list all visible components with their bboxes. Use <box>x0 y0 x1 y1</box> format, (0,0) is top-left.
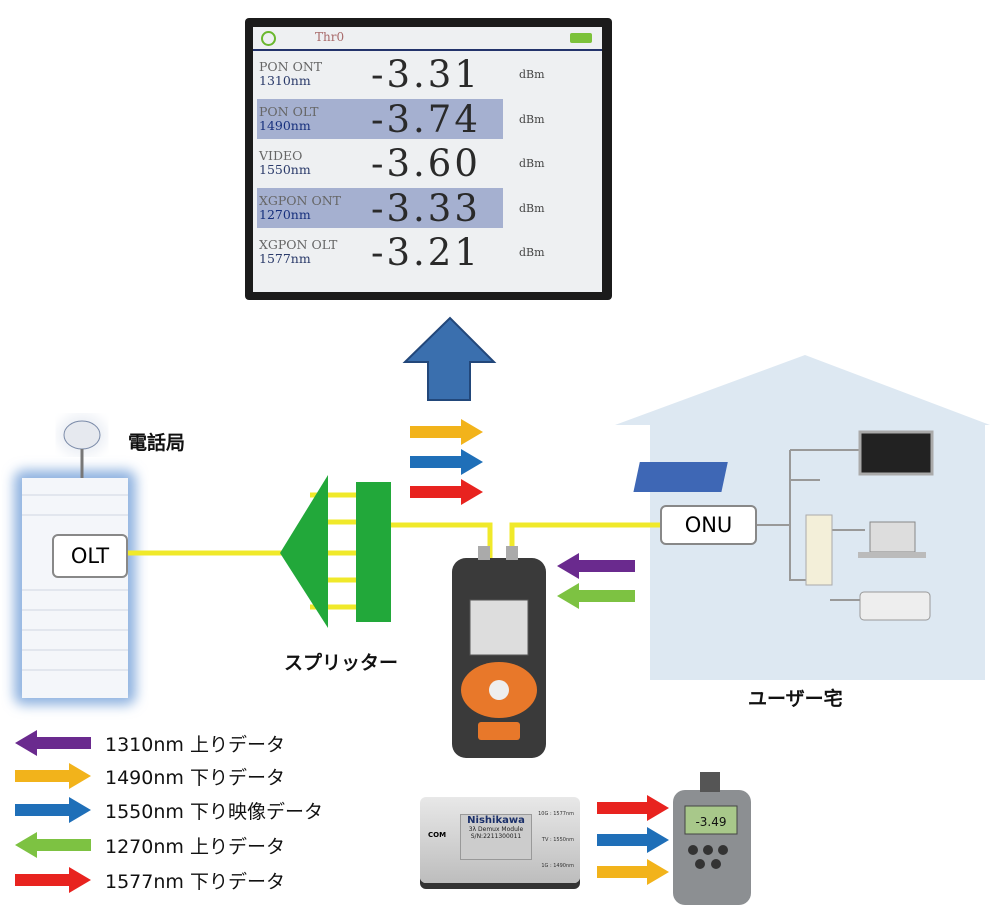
pon-power-meter-device <box>452 546 546 758</box>
fax-icon <box>859 591 931 621</box>
reading-value: -3.33 <box>371 186 481 230</box>
downstream-1490-arrow <box>410 419 483 445</box>
onu-label: ONU <box>660 505 757 545</box>
legend-label: 1270nm 上りデータ <box>105 836 285 858</box>
reading-value: -3.74 <box>371 97 481 141</box>
reading-name: VIDEO <box>259 148 303 163</box>
reading-unit: dBm <box>519 157 545 170</box>
legend-arrow <box>15 730 91 756</box>
splitter-label: スプリッター <box>284 652 399 674</box>
legend-label: 1577nm 下りデータ <box>105 871 285 893</box>
reading-name: XGPON OLT <box>259 237 338 252</box>
demux-1550-arrow <box>597 827 669 853</box>
reading-value: -3.31 <box>371 53 481 96</box>
demux-module: COM Nishikawa 3λ Demux Module S/N:221130… <box>420 797 580 883</box>
demux-serial: S/N:2211300011 <box>470 833 522 840</box>
legend-arrow <box>15 797 91 823</box>
reading-wavelength: 1270nm <box>259 206 311 222</box>
demux-model: 3λ Demux Module <box>468 826 524 833</box>
power-icon <box>261 31 276 46</box>
onu-device-icon <box>805 514 833 586</box>
reading-value: -3.60 <box>371 142 481 185</box>
downstream-1550-arrow <box>410 449 483 475</box>
battery-icon <box>570 33 592 43</box>
tv-icon <box>858 430 934 476</box>
threshold-label: Thr0 <box>315 30 345 44</box>
reading-unit: dBm <box>519 201 545 215</box>
demux-port: TV : 1550nm <box>541 837 574 843</box>
reading-name: PON ONT <box>259 59 323 74</box>
legend-label: 1550nm 下り映像データ <box>105 801 323 823</box>
user-home-label: ユーザー宅 <box>748 688 843 710</box>
central-office-building <box>14 416 136 705</box>
olt-label: OLT <box>52 534 128 578</box>
reading-wavelength: 1550nm <box>259 162 311 177</box>
reading-name: XGPON ONT <box>259 192 341 208</box>
upstream-1270-arrow <box>557 583 635 609</box>
demux-com-label: COM <box>428 831 447 839</box>
legend-label: 1490nm 下りデータ <box>105 767 285 789</box>
reading-value: -3.21 <box>371 231 481 274</box>
demux-port: 1G : 1490nm <box>541 863 574 869</box>
legend-arrow <box>15 867 91 893</box>
demux-1490-arrow <box>597 859 669 885</box>
handheld-power-meter: -3.49 <box>673 772 751 905</box>
satellite-dish-icon <box>63 420 101 450</box>
reading-wavelength: 1310nm <box>259 73 311 88</box>
router-icon <box>633 462 728 492</box>
splitter-block <box>356 482 391 622</box>
demux-port: 10G : 1577nm <box>538 811 574 817</box>
central-office-label: 電話局 <box>128 432 186 454</box>
laptop-icon <box>869 521 916 553</box>
reading-wavelength: 1490nm <box>259 117 311 133</box>
legend-label: 1310nm 上りデータ <box>105 734 285 756</box>
meter-display-text: -3.49 <box>695 815 726 829</box>
legend-arrow <box>15 763 91 789</box>
splitter-shape <box>280 475 328 628</box>
legend-arrow <box>15 832 91 858</box>
demux-1577-arrow <box>597 795 669 821</box>
big-up-arrow <box>402 316 497 401</box>
reading-unit: dBm <box>519 68 545 81</box>
reading-unit: dBm <box>519 246 545 259</box>
upstream-1310-arrow <box>557 553 635 579</box>
reading-unit: dBm <box>519 112 545 126</box>
reading-wavelength: 1577nm <box>259 251 311 266</box>
demux-brand: Nishikawa <box>467 815 525 826</box>
reading-name: PON OLT <box>259 103 319 119</box>
downstream-1577-arrow <box>410 479 483 505</box>
